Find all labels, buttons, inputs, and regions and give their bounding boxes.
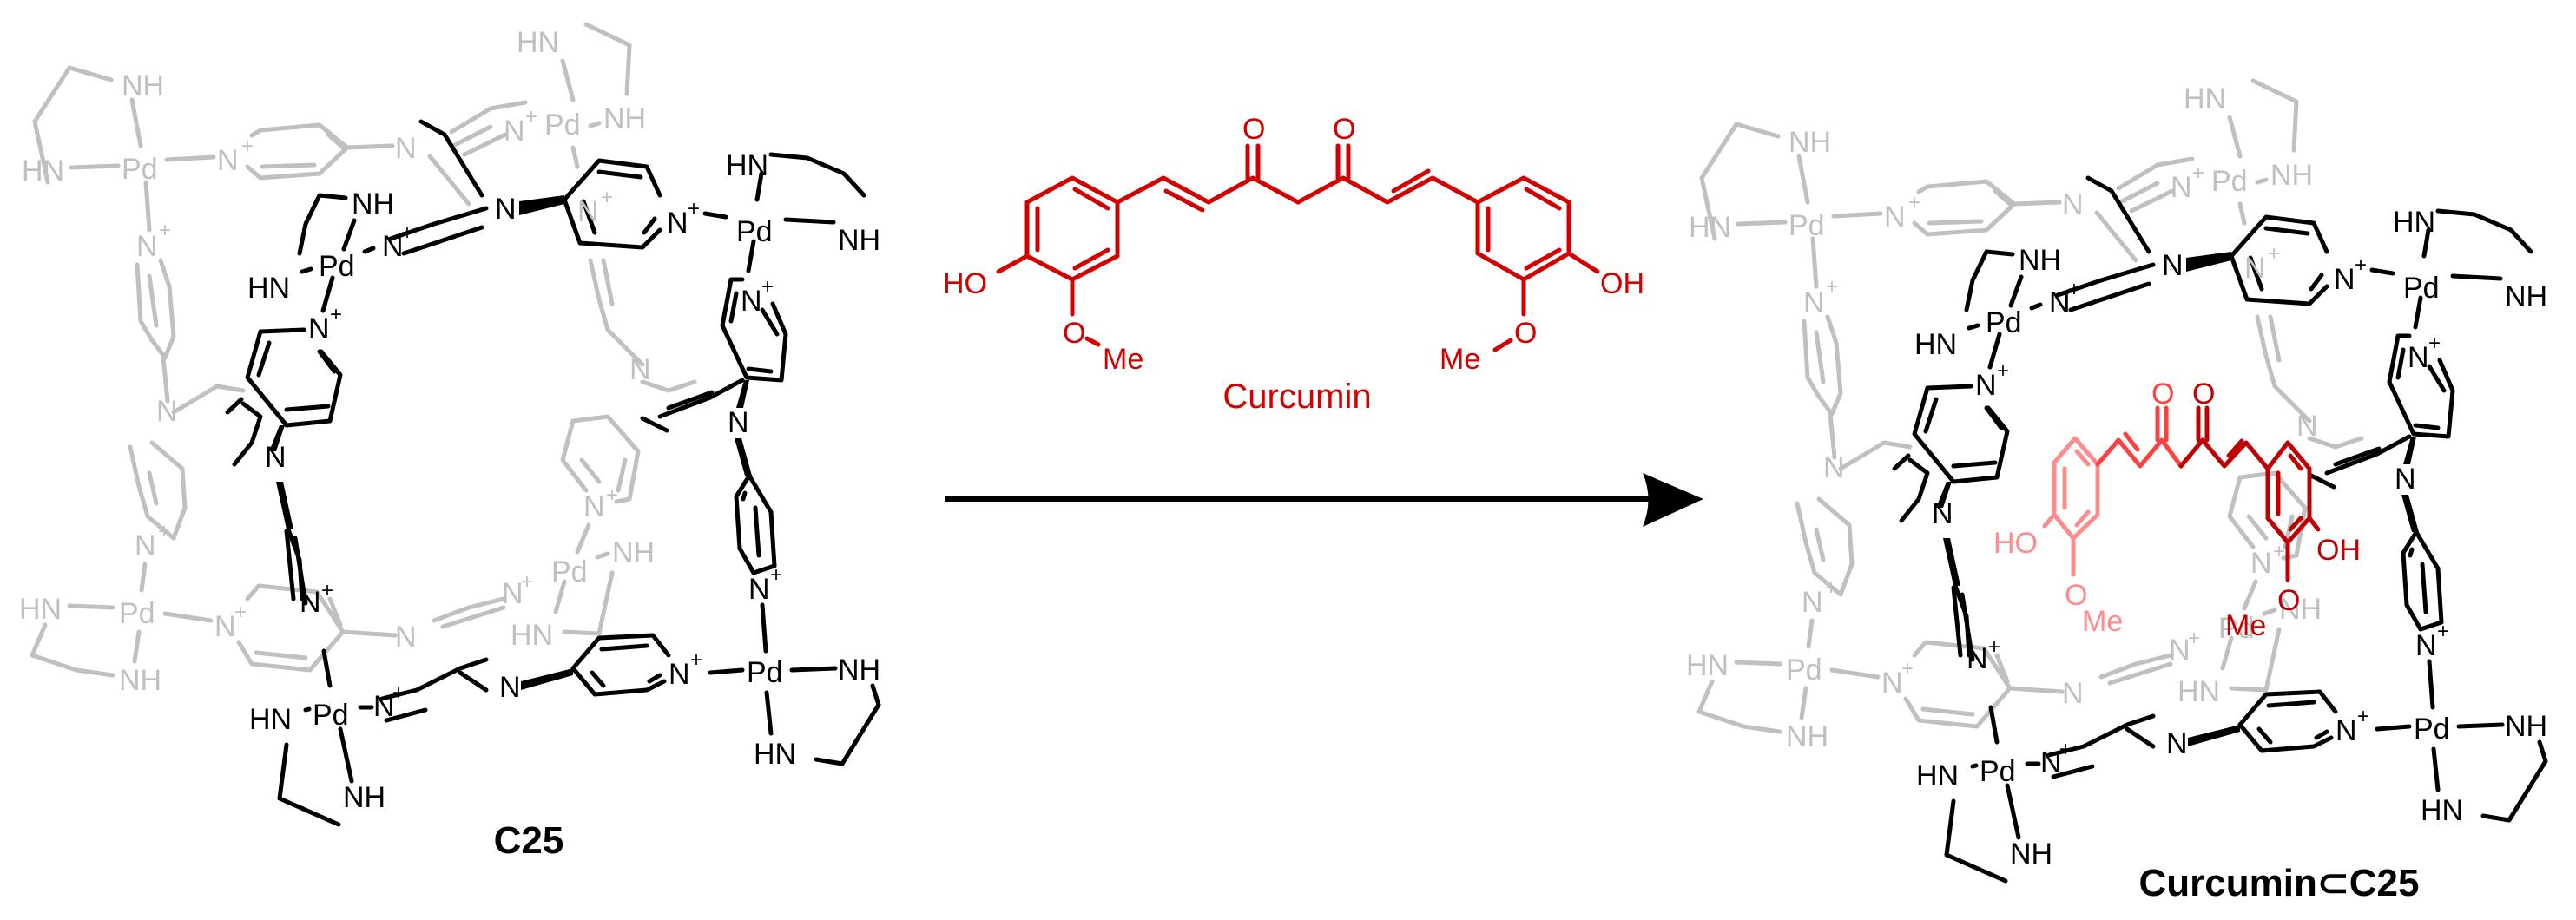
curcumin-atoms: HO O Me O O OH O Me [943,113,1644,376]
svg-text:OH: OH [2316,534,2361,567]
carbonyl-o-1: O [1242,113,1265,146]
svg-text:O: O [2192,378,2215,411]
encapsulated-curcumin: HO O Me O O OH O Me [1993,378,2361,642]
curcumin-label: Curcumin [1222,378,1371,416]
svg-text:Me: Me [2082,605,2123,638]
methyl-right: Me [1440,343,1480,376]
hydroxyl-left: HO [943,267,987,300]
methoxy-o-left: O [1063,317,1085,350]
methyl-left: Me [1103,343,1143,376]
svg-text:O: O [2277,584,2300,617]
carbonyl-o-2: O [1333,113,1355,146]
product-label: Curcumin⊂C25 [2139,862,2420,904]
svg-text:Me: Me [2225,609,2266,642]
product-host-guest-complex: HO O Me O O OH O Me Curcumin⊂C25 [1686,81,2547,904]
svg-text:O: O [2151,378,2174,411]
encapsulated-curcumin-atoms: HO O Me O O OH O Me [1993,378,2361,642]
svg-text:HO: HO [1993,527,2038,560]
cage-label: C25 [494,819,564,862]
arrow-head-icon [1643,473,1703,527]
reactant-cage-c25: C25 [19,24,880,862]
hydroxyl-right: OH [1600,267,1644,300]
reaction-arrow [945,473,1703,527]
methoxy-o-right: O [1514,317,1537,350]
svg-text:O: O [2065,579,2087,612]
curcumin-structure: HO O Me O O OH O Me Curcumin [943,113,1644,416]
